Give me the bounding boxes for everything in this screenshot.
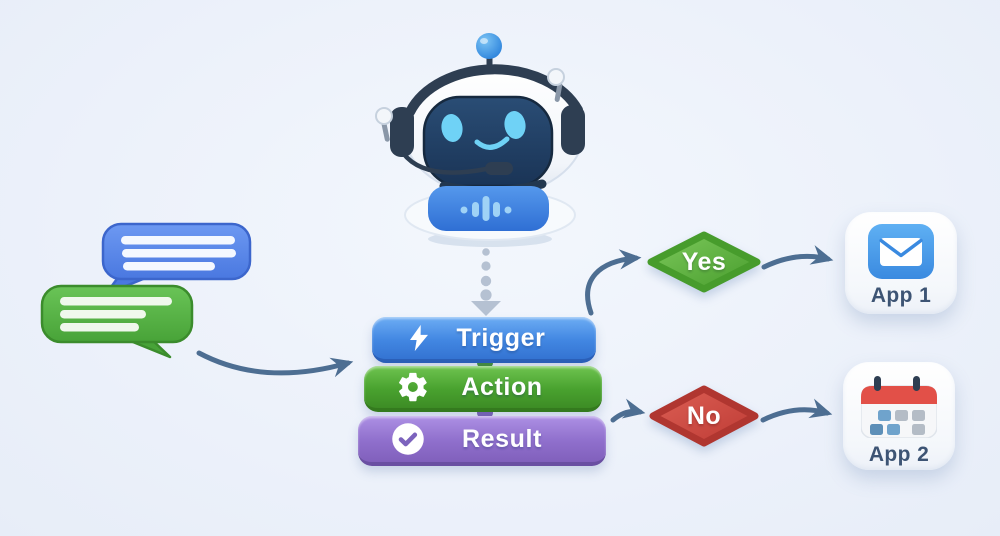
mail-icon bbox=[868, 224, 934, 279]
robot-head bbox=[375, 33, 585, 197]
arrow-yes-to-app1 bbox=[761, 245, 834, 270]
app1-label: App 1 bbox=[870, 284, 932, 307]
flow-arrows bbox=[196, 245, 834, 423]
result-step: Result bbox=[358, 416, 606, 466]
robot-microphone bbox=[400, 150, 513, 175]
robot-earmuff-left bbox=[390, 107, 414, 157]
app1-card: App 1 bbox=[845, 212, 957, 314]
no-diamond-shape bbox=[649, 385, 759, 447]
calendar-icon bbox=[861, 374, 937, 438]
robot-eye-left bbox=[441, 114, 463, 142]
gear-icon bbox=[396, 370, 430, 404]
yes-decision: Yes bbox=[647, 231, 761, 293]
robot-antenna-left bbox=[375, 107, 393, 142]
robot-earmuff-right bbox=[561, 105, 585, 155]
arrow-trigger-to-yes bbox=[585, 249, 642, 316]
arrow-bubbles-to-trigger bbox=[196, 350, 354, 378]
dotted-connector bbox=[471, 248, 501, 316]
no-decision: No bbox=[649, 385, 759, 447]
robot-headband bbox=[405, 64, 583, 117]
result-label: Result bbox=[461, 424, 542, 453]
arrow-no-to-app2 bbox=[760, 398, 833, 423]
chatbot-robot-mascot bbox=[375, 33, 585, 247]
green-chat-bubble bbox=[40, 284, 194, 359]
robot-antenna-top bbox=[476, 33, 502, 70]
check-circle-icon bbox=[390, 421, 426, 457]
yes-diamond-shape bbox=[647, 231, 761, 293]
robot-eye-right bbox=[504, 111, 526, 139]
arrow-action-to-no bbox=[610, 398, 646, 423]
app2-card: App 2 bbox=[843, 362, 955, 470]
robot-waveform bbox=[460, 196, 512, 221]
robot-smile bbox=[474, 136, 510, 150]
trigger-label: Trigger bbox=[456, 323, 546, 352]
action-label: Action bbox=[461, 372, 543, 401]
robot-antenna-right bbox=[547, 68, 565, 102]
action-step: Action bbox=[364, 366, 602, 412]
app2-label: App 2 bbox=[868, 443, 930, 466]
no-label: No bbox=[686, 401, 722, 430]
blue-chat-bubble bbox=[101, 222, 252, 296]
yes-label: Yes bbox=[681, 247, 727, 276]
trigger-step: Trigger bbox=[372, 317, 596, 363]
lightning-icon bbox=[404, 323, 434, 353]
